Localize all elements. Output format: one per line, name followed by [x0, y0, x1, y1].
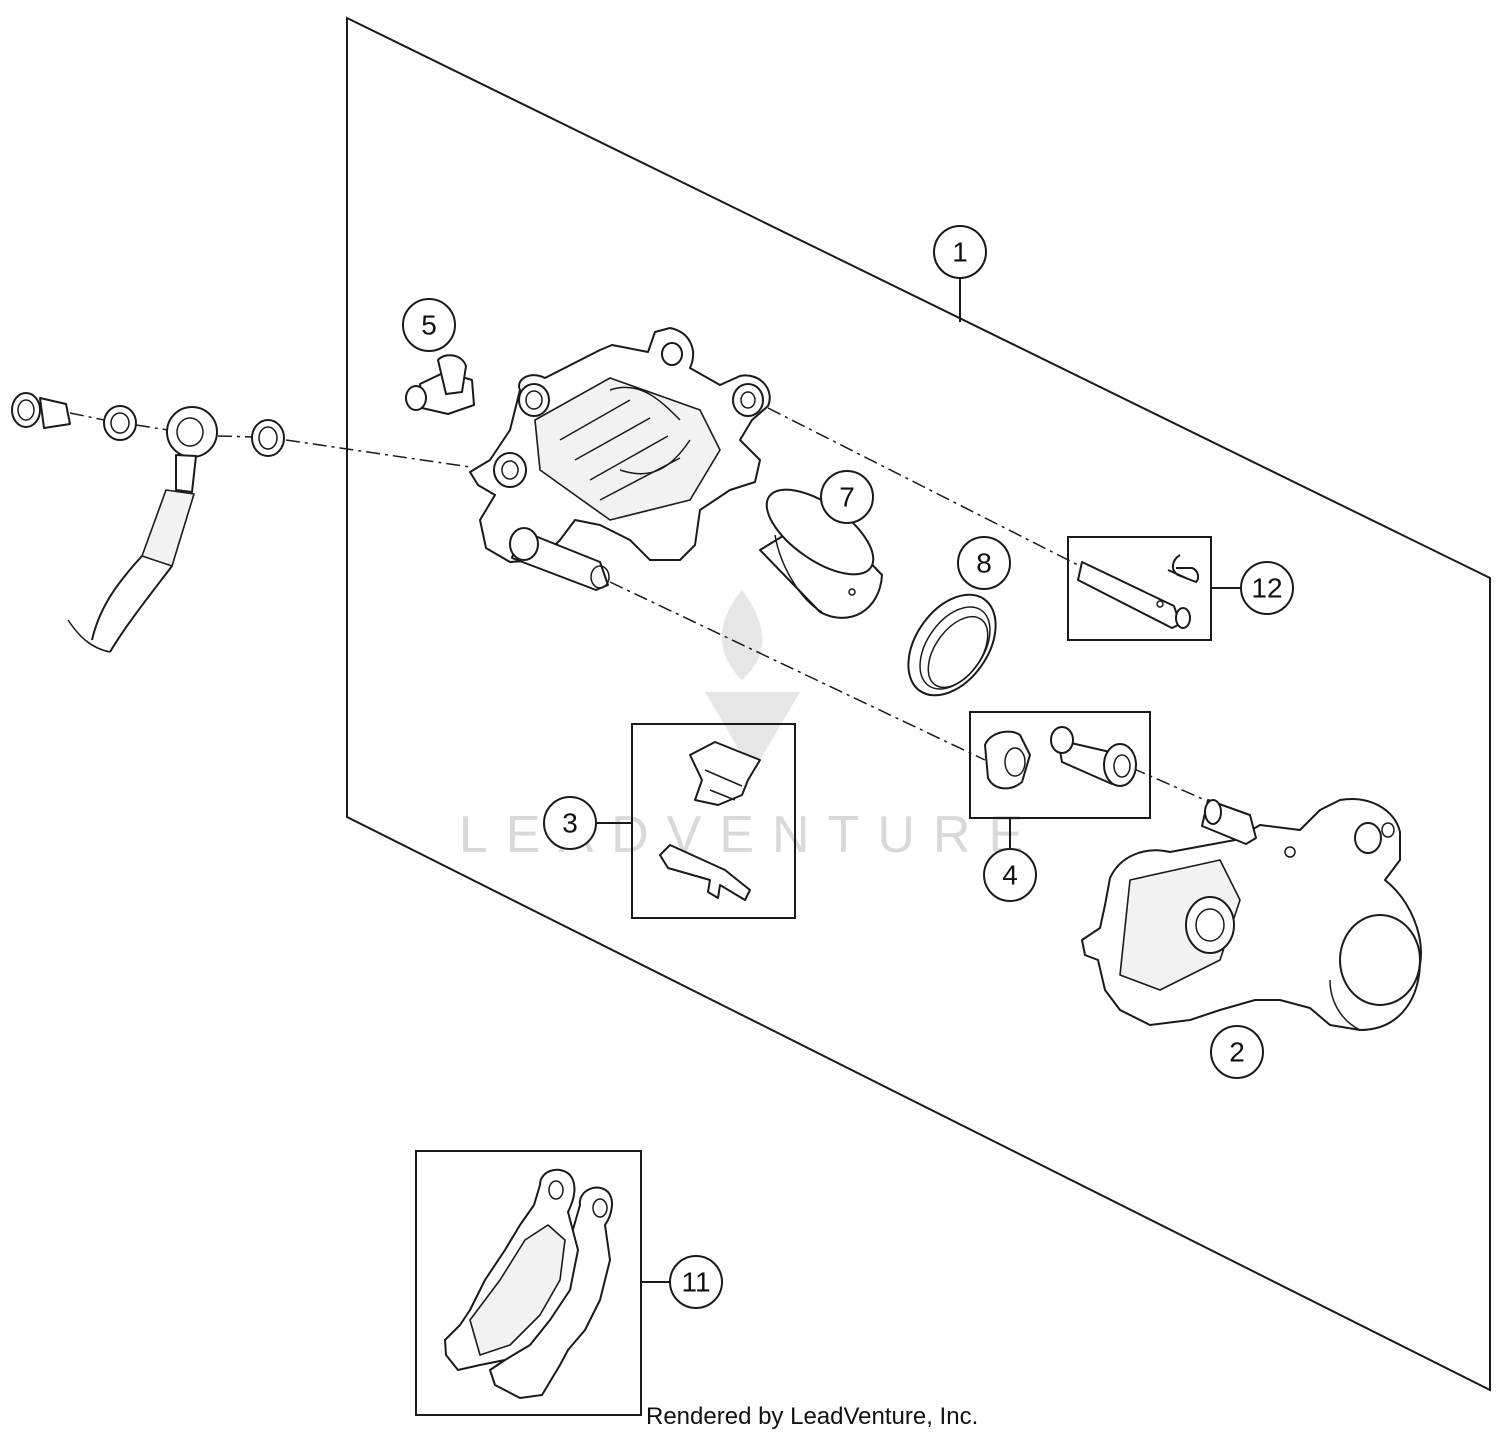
callout-3: 3 [543, 796, 597, 850]
sealing-washer-2 [251, 419, 285, 457]
hose-line-inner [109, 565, 173, 653]
leadventure-watermark-logo [705, 590, 800, 760]
callout-12: 12 [1240, 561, 1294, 615]
pad-spring-clip-lower [659, 844, 751, 901]
svg-text:8: 8 [976, 548, 992, 579]
hose-line-outer [91, 555, 143, 641]
caliper-bracket [1081, 798, 1422, 1031]
guide-pin-kit-box [969, 711, 1151, 819]
hose-sleeve [141, 489, 195, 567]
callout-11: 11 [669, 1255, 723, 1309]
bleeder-valve [405, 354, 475, 415]
svg-text:1: 1 [952, 237, 968, 268]
piston-seal-ring [907, 593, 997, 697]
svg-text:2: 2 [1229, 1037, 1245, 1068]
pin-retaining-clip [1167, 554, 1200, 584]
bracket-pin-axis [1131, 767, 1206, 801]
render-credit: Rendered by LeadVenture, Inc. [646, 1403, 978, 1430]
pad-pin [1077, 561, 1191, 629]
callout-4: 4 [983, 848, 1037, 902]
svg-text:3: 3 [562, 808, 578, 839]
pad-spring-kit-box [631, 723, 796, 919]
callout-7: 7 [820, 470, 874, 524]
svg-text:7: 7 [839, 482, 855, 513]
callout-1: 1 [933, 225, 987, 279]
guide-pin-boot [984, 730, 1031, 790]
banjo-bolt [11, 392, 71, 429]
guide-pin-axis [609, 581, 986, 761]
caliper-housing [469, 327, 771, 591]
caliper-piston [759, 488, 883, 619]
svg-text:11: 11 [681, 1267, 710, 1298]
svg-text:12: 12 [1251, 573, 1282, 604]
pad-pin-axis [767, 407, 1081, 567]
callout-5: 5 [402, 298, 456, 352]
callout-8: 8 [957, 536, 1011, 590]
guide-pin-bolt [1050, 726, 1137, 787]
kit-boundary-frame [346, 16, 1491, 1392]
brake-pad-front [444, 1168, 579, 1371]
pad-spring-clip-upper [689, 741, 761, 806]
svg-text:4: 4 [1002, 860, 1018, 891]
hose-cut-end [67, 619, 111, 653]
svg-text:5: 5 [421, 310, 437, 341]
callout-2: 2 [1210, 1025, 1264, 1079]
brake-hose-assembly [11, 392, 471, 653]
sealing-washer-1 [103, 405, 137, 441]
banjo-fitting [166, 406, 218, 493]
